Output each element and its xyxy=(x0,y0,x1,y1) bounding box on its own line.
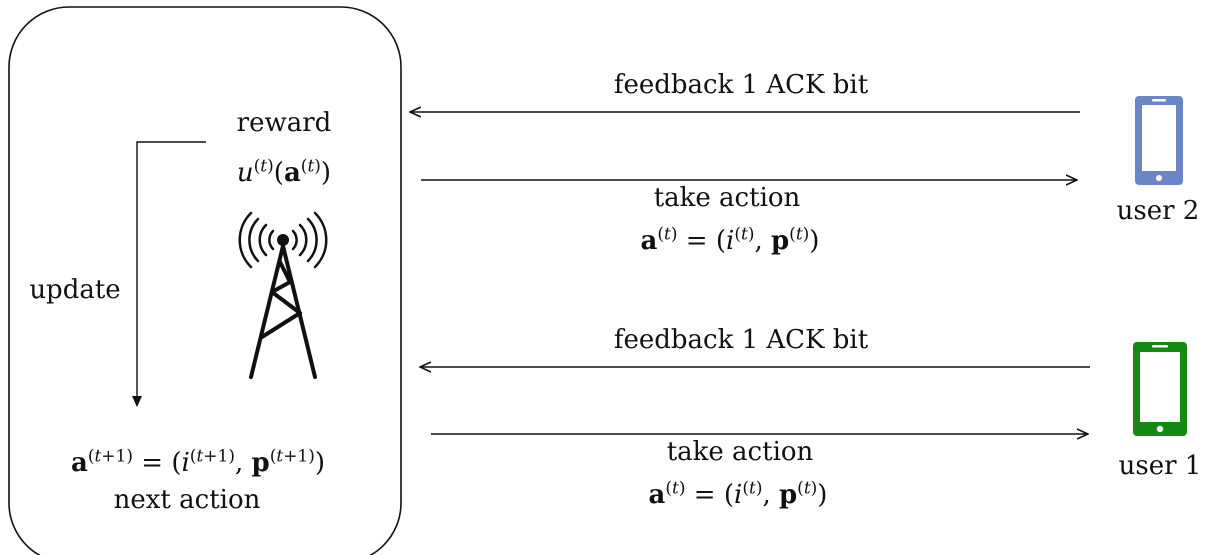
user2-label: user 2 xyxy=(1116,196,1200,226)
take-action-label-user2: take action xyxy=(653,183,801,213)
action-expression-user1: a(t) = (i(t), p(t)) xyxy=(648,478,828,510)
feedback-label-user2: feedback 1 ACK bit xyxy=(613,70,869,100)
base-station-box xyxy=(8,6,402,555)
update-arrow xyxy=(132,141,206,407)
reward-expression: u(t)(a(t)) xyxy=(236,156,332,188)
action-expression-user2: a(t) = (i(t), p(t)) xyxy=(640,224,820,256)
cell-tower-icon xyxy=(238,211,328,379)
smartphone-icon xyxy=(1135,96,1183,185)
smartphone-icon xyxy=(1133,342,1187,436)
feedback-label-user1: feedback 1 ACK bit xyxy=(613,325,869,355)
take-action-label-user1: take action xyxy=(666,437,814,467)
reward-label: reward xyxy=(236,108,332,138)
next-action-expression: a(t+1) = (i(t+1), p(t+1)) xyxy=(70,446,326,478)
update-label: update xyxy=(29,275,121,305)
user1-label: user 1 xyxy=(1118,451,1202,481)
next-action-label: next action xyxy=(113,485,261,515)
